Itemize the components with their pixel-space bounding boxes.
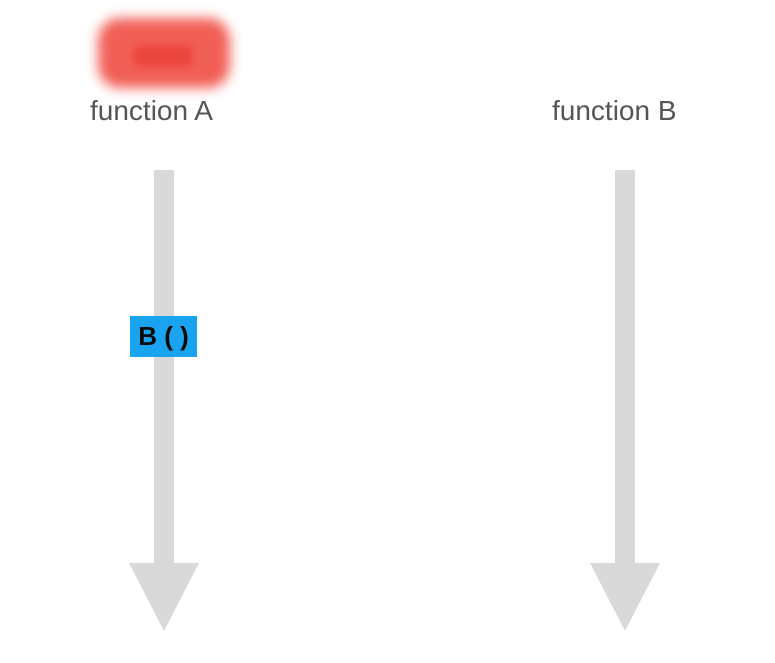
function-a-label: function A — [90, 95, 213, 126]
function-a-timeline-shaft — [154, 170, 174, 565]
function-b-timeline-shaft — [615, 170, 635, 565]
call-b-badge: B ( ) — [130, 316, 197, 357]
function-a-timeline-arrowhead — [129, 563, 199, 631]
active-function-highlight-core — [133, 45, 193, 67]
function-b-timeline-arrowhead — [590, 563, 660, 631]
function-b-label: function B — [552, 95, 677, 126]
